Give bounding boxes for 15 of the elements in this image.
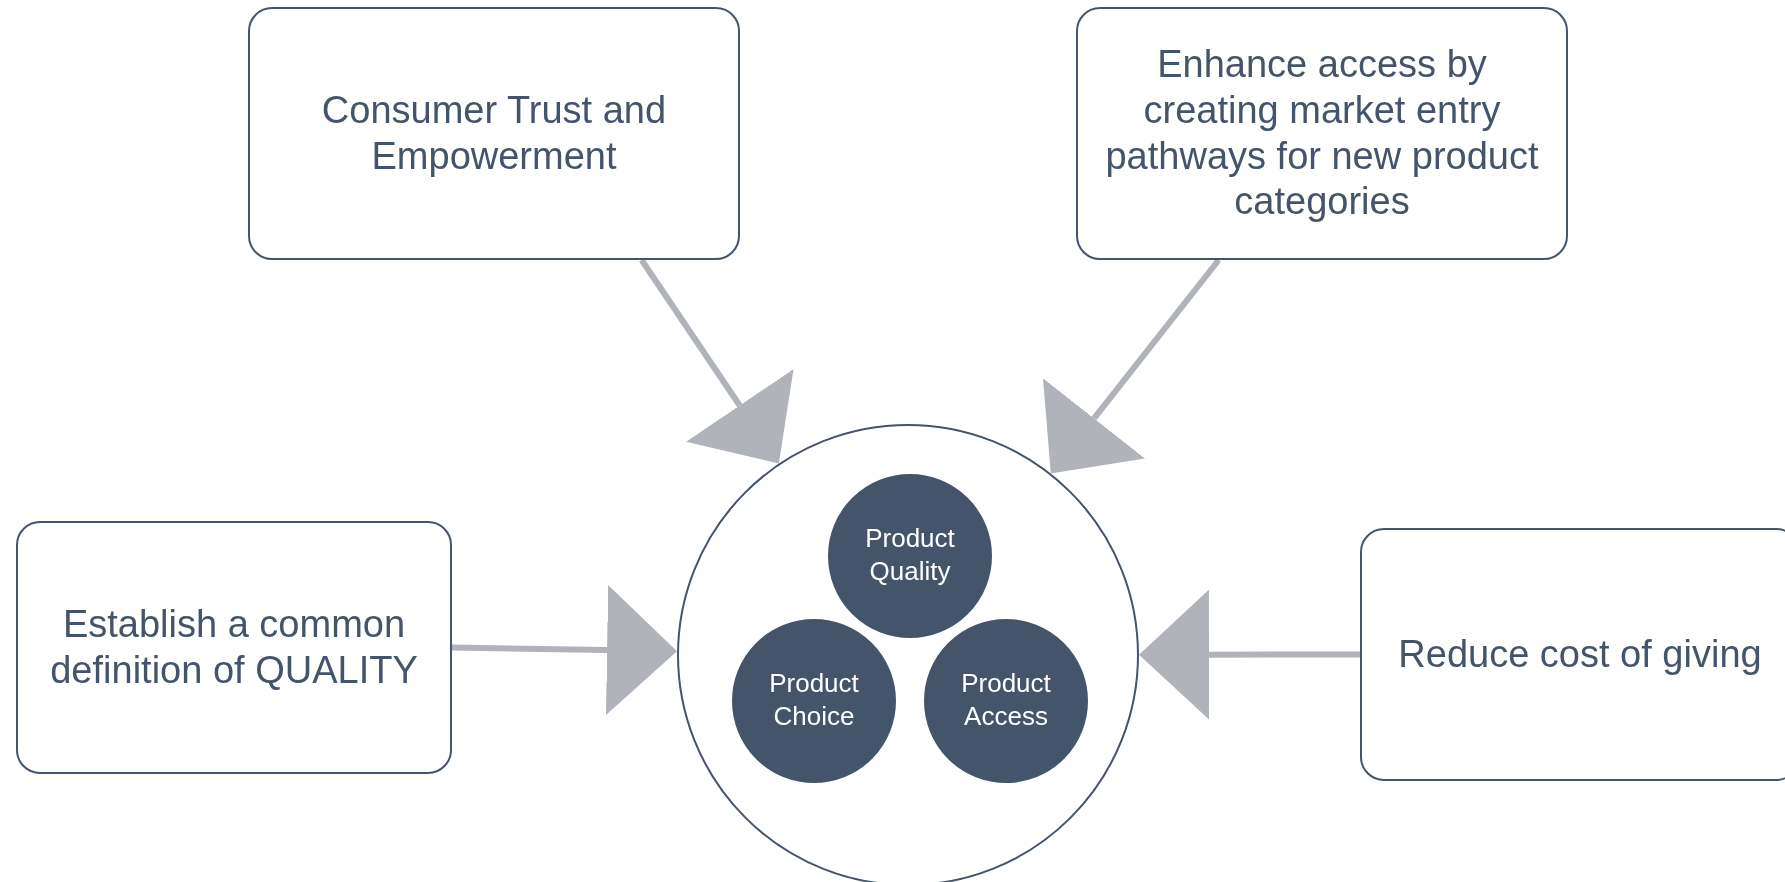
box-label: Establish a common definition of QUALITY bbox=[49, 601, 419, 693]
box-label: Consumer Trust and Empowerment bbox=[320, 87, 668, 179]
box-label: Reduce cost of giving bbox=[1397, 631, 1763, 677]
rounded-box bbox=[1360, 528, 1785, 781]
block-arrow bbox=[451, 585, 678, 716]
block-arrow bbox=[1043, 258, 1222, 474]
circle-label: Product Quality bbox=[864, 522, 956, 587]
rounded-box bbox=[16, 521, 452, 774]
circle-label: Product Access bbox=[960, 667, 1052, 732]
block-arrow bbox=[1139, 589, 1360, 720]
rounded-box bbox=[1076, 7, 1568, 260]
circle-label: Product Choice bbox=[768, 667, 860, 732]
box-label: Enhance access by creating market entry pathways for new product categories bbox=[1104, 42, 1540, 225]
rounded-box bbox=[248, 7, 740, 260]
block-arrow bbox=[639, 258, 794, 464]
